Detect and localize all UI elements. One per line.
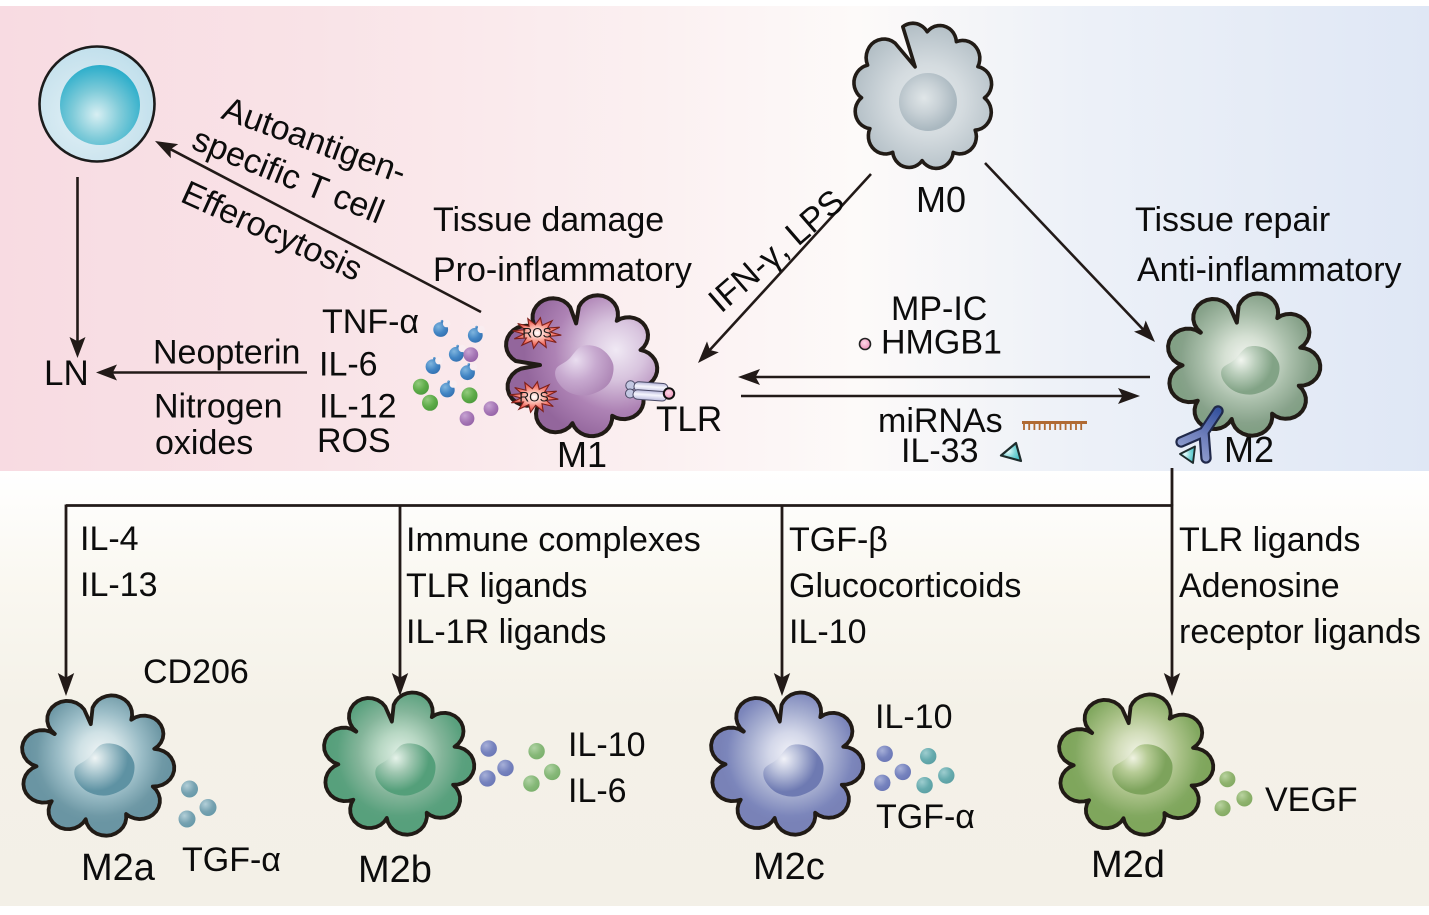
svg-text:M2a: M2a	[81, 847, 156, 889]
svg-text:IL-33: IL-33	[901, 432, 979, 470]
svg-text:Nitrogen: Nitrogen	[154, 388, 283, 426]
svg-text:IL-1R ligands: IL-1R ligands	[406, 613, 606, 651]
svg-text:Pro-inflammatory: Pro-inflammatory	[433, 251, 692, 289]
svg-text:IL-4: IL-4	[80, 520, 139, 558]
svg-text:M2b: M2b	[358, 849, 432, 891]
svg-text:TGF-α: TGF-α	[182, 841, 281, 879]
svg-text:TLR ligands: TLR ligands	[1179, 521, 1360, 559]
svg-text:Immune complexes: Immune complexes	[406, 521, 701, 559]
svg-text:ROS: ROS	[522, 326, 551, 341]
svg-text:ROS: ROS	[317, 422, 391, 460]
svg-text:IL-6: IL-6	[319, 346, 378, 384]
svg-text:Glucocorticoids: Glucocorticoids	[789, 567, 1021, 605]
svg-text:TNF-α: TNF-α	[322, 303, 419, 341]
svg-text:IL-10: IL-10	[789, 613, 867, 651]
svg-text:M1: M1	[557, 434, 607, 475]
svg-text:TLR ligands: TLR ligands	[406, 567, 587, 605]
svg-text:oxides: oxides	[155, 424, 253, 462]
svg-text:M2d: M2d	[1091, 844, 1165, 886]
svg-text:TLR: TLR	[656, 400, 722, 439]
svg-text:Neopterin: Neopterin	[153, 334, 300, 372]
svg-text:Tissue damage: Tissue damage	[433, 201, 664, 239]
svg-text:M0: M0	[916, 179, 966, 220]
svg-text:TGF-β: TGF-β	[789, 521, 888, 559]
svg-text:M2c: M2c	[753, 846, 825, 888]
svg-text:IL-6: IL-6	[568, 772, 627, 810]
svg-text:ROS: ROS	[519, 390, 548, 405]
svg-text:LN: LN	[44, 354, 89, 393]
svg-text:Adenosine: Adenosine	[1179, 567, 1340, 605]
svg-text:miRNAs: miRNAs	[878, 402, 1003, 440]
svg-text:Tissue repair: Tissue repair	[1135, 201, 1330, 239]
svg-text:IL-10: IL-10	[875, 698, 953, 736]
svg-text:receptor ligands: receptor ligands	[1179, 613, 1421, 651]
svg-text:HMGB1: HMGB1	[881, 324, 1002, 362]
svg-text:M2: M2	[1224, 429, 1274, 470]
svg-text:TGF-α: TGF-α	[876, 798, 975, 836]
svg-text:Anti-inflammatory: Anti-inflammatory	[1137, 251, 1402, 289]
svg-text:IL-12: IL-12	[319, 388, 397, 426]
svg-text:CD206: CD206	[143, 653, 249, 691]
svg-text:IL-10: IL-10	[568, 726, 646, 764]
svg-text:VEGF: VEGF	[1265, 781, 1358, 819]
svg-text:MP-IC: MP-IC	[891, 290, 987, 328]
svg-text:IL-13: IL-13	[80, 566, 158, 604]
